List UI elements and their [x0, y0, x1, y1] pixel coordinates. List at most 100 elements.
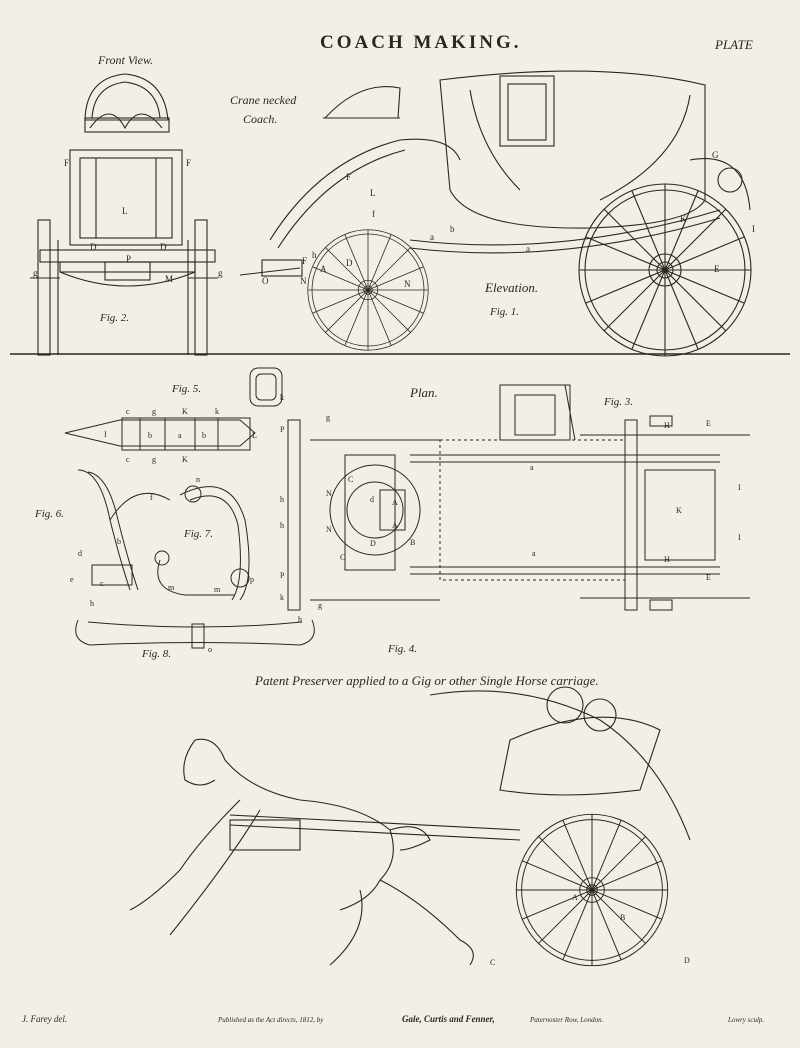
svg-text:K: K: [676, 506, 682, 515]
svg-text:K: K: [680, 214, 687, 224]
svg-text:N: N: [404, 279, 411, 289]
fig5-drawing: [64, 367, 283, 451]
crane-necked-heading: Crane necked: [230, 93, 297, 107]
svg-text:A: A: [392, 521, 398, 530]
svg-text:D: D: [160, 242, 167, 252]
engraver-credit-left: J. Farey del.: [22, 1014, 68, 1024]
fig8-drawing: [75, 619, 315, 649]
svg-text:F: F: [346, 172, 351, 182]
svg-text:a: a: [430, 232, 434, 242]
svg-text:m: m: [214, 585, 221, 594]
svg-text:m: m: [168, 583, 175, 592]
svg-text:P: P: [280, 571, 285, 580]
svg-text:L: L: [370, 188, 376, 198]
svg-text:b: b: [148, 431, 152, 440]
svg-text:H: H: [664, 555, 670, 564]
svg-text:g: g: [152, 455, 156, 464]
fig678-letters: f b d e c n m m p h h o: [70, 475, 302, 654]
front-view-heading: Front View.: [98, 53, 154, 67]
svg-text:n: n: [196, 475, 200, 484]
svg-text:h: h: [280, 495, 284, 504]
svg-text:g: g: [326, 413, 330, 422]
svg-text:p: p: [250, 575, 254, 584]
fig4-label: Fig. 4.: [388, 643, 418, 655]
svg-text:O: O: [262, 276, 269, 286]
svg-text:C: C: [348, 475, 353, 484]
svg-text:g: g: [152, 407, 156, 416]
svg-text:P: P: [126, 254, 131, 264]
svg-text:H: H: [664, 421, 670, 430]
front-view-drawing: [30, 73, 218, 356]
fig7-label: Fig. 7.: [184, 528, 214, 540]
plate-label: PLATE: [715, 37, 753, 52]
svg-text:f: f: [150, 493, 153, 502]
publication-line-prefix: Published as the Act directs, 1812, by: [218, 1016, 324, 1024]
coach-heading: Coach.: [243, 112, 278, 126]
svg-text:G: G: [712, 150, 719, 160]
svg-text:F: F: [64, 158, 69, 168]
svg-text:C: C: [340, 553, 345, 562]
plate-title: COACH MAKING.: [320, 32, 522, 53]
fig6-drawing: [77, 469, 171, 591]
svg-text:E: E: [706, 419, 711, 428]
svg-text:D: D: [90, 242, 97, 252]
svg-text:o: o: [208, 645, 212, 654]
svg-text:e: e: [70, 575, 74, 584]
rear-wheel: [578, 183, 752, 357]
svg-text:L: L: [122, 206, 128, 216]
plan-drawing: [287, 384, 750, 611]
gig-drawing: [229, 686, 691, 841]
fig2-label: Fig. 2.: [100, 312, 130, 324]
svg-text:k: k: [280, 593, 284, 602]
svg-text:M: M: [165, 274, 173, 284]
svg-text:h: h: [312, 250, 317, 260]
svg-text:F: F: [186, 158, 191, 168]
svg-text:a: a: [526, 244, 530, 254]
svg-text:d: d: [370, 495, 374, 504]
fig6-label: Fig. 6.: [35, 508, 65, 520]
svg-text:h: h: [280, 521, 284, 530]
gig-wheel: [515, 813, 669, 967]
svg-text:I: I: [738, 483, 741, 492]
svg-text:g: g: [218, 268, 223, 278]
front-wheel: [307, 229, 429, 351]
svg-text:g: g: [33, 268, 38, 278]
svg-text:A: A: [392, 498, 398, 507]
svg-text:b: b: [202, 431, 206, 440]
fig3-label: Fig. 3.: [604, 396, 634, 408]
publishers-name: Gale, Curtis and Fenner,: [402, 1014, 495, 1024]
svg-text:I: I: [104, 430, 107, 439]
svg-text:F: F: [302, 256, 307, 266]
fig5-label: Fig. 5.: [172, 383, 202, 395]
svg-text:b: b: [450, 224, 455, 234]
svg-text:N: N: [326, 489, 332, 498]
svg-text:A: A: [572, 893, 578, 902]
svg-text:a: a: [532, 549, 536, 558]
svg-text:d: d: [78, 549, 82, 558]
elevation-drawing: [239, 70, 751, 277]
svg-text:g: g: [318, 601, 322, 610]
svg-text:k: k: [215, 407, 219, 416]
elevation-heading: Elevation.: [485, 280, 539, 295]
svg-text:E: E: [714, 264, 720, 274]
svg-text:B: B: [620, 913, 625, 922]
svg-text:N: N: [300, 276, 307, 286]
svg-text:f: f: [372, 209, 375, 219]
svg-text:P: P: [280, 425, 285, 434]
publication-line-suffix: Paternoster Row, London.: [530, 1016, 604, 1024]
svg-text:a: a: [178, 431, 182, 440]
svg-text:c: c: [126, 455, 130, 464]
svg-text:K: K: [182, 407, 188, 416]
svg-text:C: C: [490, 958, 495, 967]
svg-text:D: D: [346, 258, 353, 268]
engraver-credit-right: Lowry sculp.: [728, 1016, 765, 1024]
svg-text:c: c: [126, 407, 130, 416]
fig7-drawing: [154, 485, 250, 601]
patent-heading: Patent Preserver applied to a Gig or oth…: [255, 673, 599, 688]
svg-text:b: b: [117, 537, 121, 546]
svg-text:c: c: [100, 579, 104, 588]
